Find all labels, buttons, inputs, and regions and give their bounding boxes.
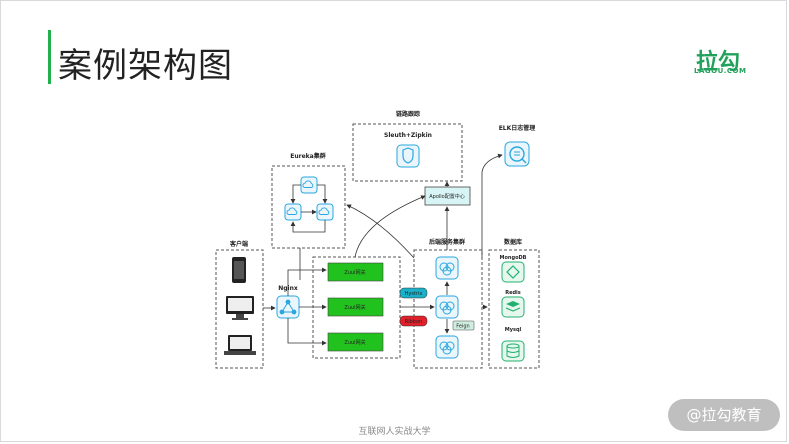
- laptop-icon: [224, 335, 256, 355]
- connectors: [263, 153, 503, 346]
- lagou-logo-sub: LAGOU.COM: [694, 67, 747, 75]
- zuul-cluster-box: [312, 256, 401, 359]
- search-icon: [504, 141, 530, 167]
- mysql-icon: [501, 340, 525, 362]
- eureka-cloud-icon-top: [300, 176, 318, 194]
- redis-icon: [501, 296, 525, 318]
- backend-cluster: 后端服务集群 Feign: [413, 238, 483, 369]
- slide-title: 案例架构图: [58, 46, 233, 86]
- client-label: 客户端: [229, 240, 248, 248]
- mongodb-label: MongoDB: [500, 255, 527, 261]
- apollo-label: Apollo配置中心: [429, 193, 465, 200]
- eureka-cloud-icon-right: [316, 203, 334, 221]
- feign-tag-label: Feign: [456, 324, 469, 330]
- elk-label: ELK日志管理: [499, 124, 536, 132]
- zuul-gateway-1-label: Zuul网关: [344, 269, 365, 276]
- backend-cluster-box: [413, 249, 483, 369]
- desktop-icon: [226, 296, 254, 320]
- apollo-config-center: Apollo配置中心: [424, 186, 471, 206]
- eureka-cluster-box: [271, 165, 346, 249]
- trace-cluster-label: 链路跟踪: [396, 110, 420, 118]
- service-icon-middle: [435, 295, 459, 319]
- zuul-gateway-2: [327, 297, 384, 317]
- mongodb-icon: [501, 261, 525, 283]
- title-accent-bar: [48, 30, 51, 84]
- eureka-cloud-icon-left: [284, 203, 302, 221]
- shield-icon: [396, 144, 420, 168]
- redis-label: Redis: [505, 290, 521, 296]
- eureka-cluster: Eureka集群: [271, 152, 346, 249]
- eureka-cluster-label: Eureka集群: [290, 152, 325, 160]
- zuul-cluster: Zuul网关 Zuul网关 Zuul网关: [312, 256, 401, 359]
- zuul-gateway-3: [327, 332, 384, 352]
- trace-cluster-box: [352, 123, 463, 182]
- zuul-gateway-2-label: Zuul网关: [344, 304, 365, 311]
- hystrix-tag-label: Hystrix: [405, 291, 423, 297]
- phone-icon: [232, 257, 246, 283]
- nginx-icon: [276, 295, 300, 319]
- service-icon-top: [435, 256, 459, 280]
- ribbon-tag: Ribbon: [399, 315, 428, 327]
- client-cluster: 客户端: [215, 240, 264, 369]
- lagou-logo: 拉勾: [696, 50, 741, 75]
- database-cluster-label: 数据库: [504, 238, 522, 246]
- footer-text: 互联网人实战大学: [358, 427, 431, 437]
- client-box: [215, 249, 264, 369]
- ribbon-tag-label: Ribbon: [405, 319, 422, 325]
- trace-cluster: 链路跟踪 Sleuth+Zipkin: [352, 110, 463, 182]
- elk-node: ELK日志管理: [499, 124, 536, 167]
- service-icon-bottom: [435, 335, 459, 359]
- zuul-gateway-3-label: Zuul网关: [344, 339, 365, 346]
- mysql-label: Mysql: [505, 327, 522, 333]
- database-cluster: 数据库 MongoDB Redis Mysql: [488, 238, 540, 369]
- watermark: @拉勾教育: [668, 399, 780, 431]
- trace-cluster-title: Sleuth+Zipkin: [384, 132, 432, 139]
- hystrix-tag: Hystrix: [399, 287, 428, 299]
- feign-tag: [452, 320, 475, 331]
- zuul-gateway-1: [327, 262, 384, 282]
- database-cluster-box: [488, 249, 540, 369]
